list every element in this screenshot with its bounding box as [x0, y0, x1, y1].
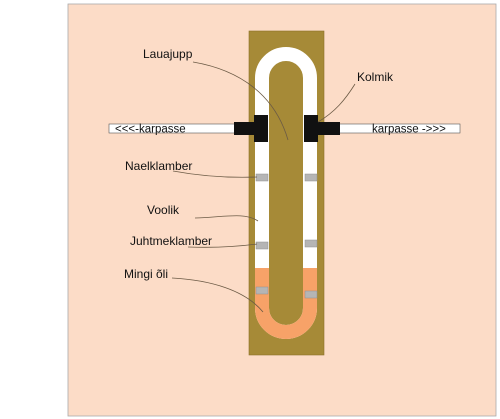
lauajupp-label: Lauajupp [143, 47, 193, 61]
nail-clamp-icon [304, 173, 318, 182]
mingi-oli-label: Mingi õli [124, 267, 168, 281]
wire-clamp-icon [304, 239, 318, 248]
voolik-label: Voolik [147, 203, 180, 217]
oil-fill [255, 268, 317, 339]
wire-clamp-icon [255, 286, 269, 295]
juhtmeklamber-label: Juhtmeklamber [130, 234, 212, 248]
karpasse-left-label: <<<-karpasse [115, 124, 186, 136]
naelklamber-label: Naelklamber [125, 159, 192, 173]
leader-naelklamber [172, 170, 258, 178]
leader-lauajupp [192, 61, 289, 141]
leader-kolmik [317, 83, 356, 123]
wire-clamp-icon [255, 241, 269, 250]
leader-mingi-oli [171, 277, 264, 313]
clamp-group [255, 173, 318, 299]
kolmik-label: Kolmik [357, 70, 394, 84]
tee-connector-icon [234, 115, 340, 142]
wire-clamp-icon [304, 290, 318, 299]
leader-juhtmeklamber [187, 243, 258, 248]
nail-clamp-icon [255, 173, 269, 182]
karpasse-right-label: karpasse ->>> [372, 124, 446, 136]
leader-voolik [194, 215, 259, 222]
